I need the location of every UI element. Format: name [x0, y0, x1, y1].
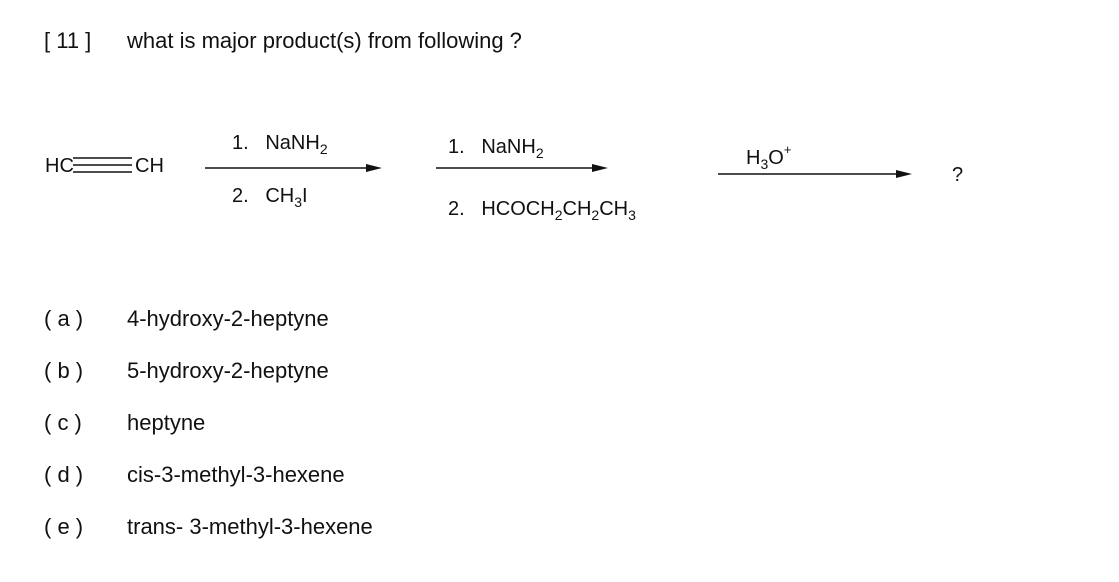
step1-line2-tail: I	[302, 185, 308, 207]
step3-sup: +	[783, 142, 792, 157]
step2-line2-sub3: 3	[628, 207, 636, 223]
step2-reagent-1: 1. NaNH2	[448, 136, 544, 161]
triple-bond	[73, 157, 132, 173]
step2-line2-part1: HCOCH	[481, 198, 555, 220]
step1-reagent-2: 2. CH3I	[232, 185, 308, 210]
step1-line2-sub: 3	[294, 194, 303, 210]
step2-line2-sub1: 2	[554, 207, 563, 223]
option-e-label: ( e )	[44, 514, 84, 539]
option-d-text: cis-3-methyl-3-hexene	[127, 462, 345, 487]
option-c-label: ( c )	[44, 410, 82, 435]
product-unknown: ?	[952, 164, 964, 186]
option-d-label: ( d )	[44, 462, 84, 487]
arrow-step-3	[718, 170, 912, 178]
option-a-label: ( a )	[44, 306, 84, 331]
question-number: [ 11 ]	[44, 28, 92, 53]
arrow-step-2	[436, 164, 608, 172]
step2-line1-reagent: NaNH	[481, 136, 536, 158]
arrow-step-1	[205, 164, 382, 172]
step2-reagent-2: 2. HCOCH2CH2CH3	[448, 198, 636, 223]
step2-line1-sub: 2	[535, 145, 544, 161]
step1-line2-number: 2.	[232, 185, 249, 207]
question-text: what is major product(s) from following …	[127, 28, 522, 53]
step1-line1-number: 1.	[232, 132, 249, 154]
step2-line2-part2: CH	[562, 198, 592, 220]
step2-line2-part3: CH	[599, 198, 629, 220]
step3-sub: 3	[760, 156, 769, 172]
step1-reagent-1: 1. NaNH2	[232, 132, 328, 157]
step2-line1-number: 1.	[448, 136, 465, 158]
step2-line2-sub2: 2	[591, 207, 600, 223]
option-a-text: 4-hydroxy-2-heptyne	[127, 306, 329, 331]
option-c-text: heptyne	[127, 410, 206, 435]
step3-main: H	[746, 147, 761, 169]
step1-line2-reagent: CH	[265, 185, 295, 207]
step2-line2-number: 2.	[448, 198, 465, 220]
step1-line1-reagent: NaNH	[265, 132, 320, 154]
option-b-label: ( b )	[44, 358, 84, 383]
step1-line1-sub: 2	[319, 141, 328, 157]
step3-reagent: H3O+	[746, 142, 791, 172]
reactant-hc: HC	[45, 155, 74, 177]
reactant-ch: CH	[135, 155, 164, 177]
step3-tail: O	[768, 147, 784, 169]
option-b-text: 5-hydroxy-2-heptyne	[127, 358, 329, 383]
option-e-text: trans- 3-methyl-3-hexene	[127, 514, 373, 539]
